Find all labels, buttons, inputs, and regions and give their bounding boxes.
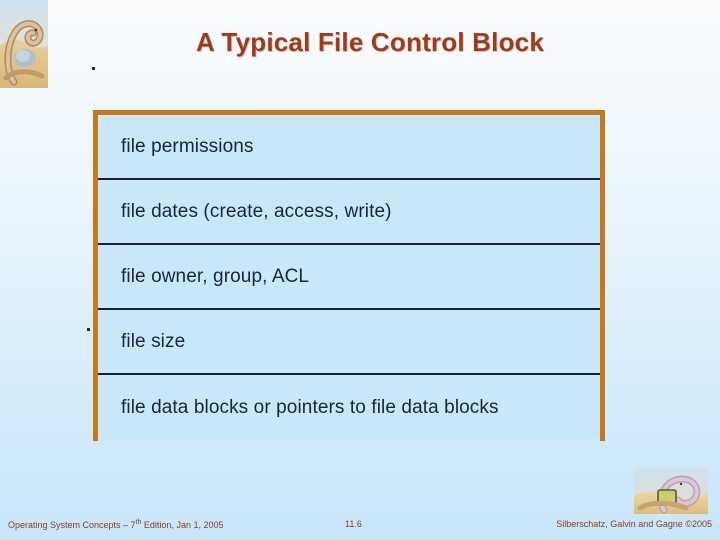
bullet-marker	[92, 67, 95, 70]
footer-source-superscript: th	[135, 519, 142, 526]
dinosaur-illustration-icon	[0, 0, 48, 88]
fcb-row-label: file size	[121, 330, 186, 352]
file-control-block-diagram: file permissions file dates (create, acc…	[93, 110, 605, 441]
footer-source-suffix: Edition, Jan 1, 2005	[141, 520, 224, 530]
fcb-row-label: file permissions	[121, 135, 254, 157]
fcb-row-label: file owner, group, ACL	[121, 265, 310, 287]
fcb-row-file-data-blocks: file data blocks or pointers to file dat…	[98, 375, 600, 441]
footer-source-text: Operating System Concepts – 7th Edition,…	[8, 519, 223, 530]
fcb-row-label: file dates (create, access, write)	[121, 200, 392, 222]
fcb-row-file-owner: file owner, group, ACL	[98, 245, 600, 310]
footer-page-number: 11.6	[345, 519, 362, 529]
page-title: A Typical File Control Block	[196, 27, 544, 57]
fcb-row-label: file data blocks or pointers to file dat…	[121, 397, 499, 418]
dinosaur-illustration-icon	[634, 468, 708, 514]
fcb-row-file-dates: file dates (create, access, write)	[98, 180, 600, 245]
footer-copyright: Silberschatz, Galvin and Gagne ©2005	[556, 519, 712, 529]
fcb-row-file-size: file size	[98, 310, 600, 375]
bullet-marker	[87, 328, 90, 331]
footer-source-prefix: Operating System Concepts – 7	[8, 520, 136, 530]
fcb-row-file-permissions: file permissions	[98, 115, 600, 180]
